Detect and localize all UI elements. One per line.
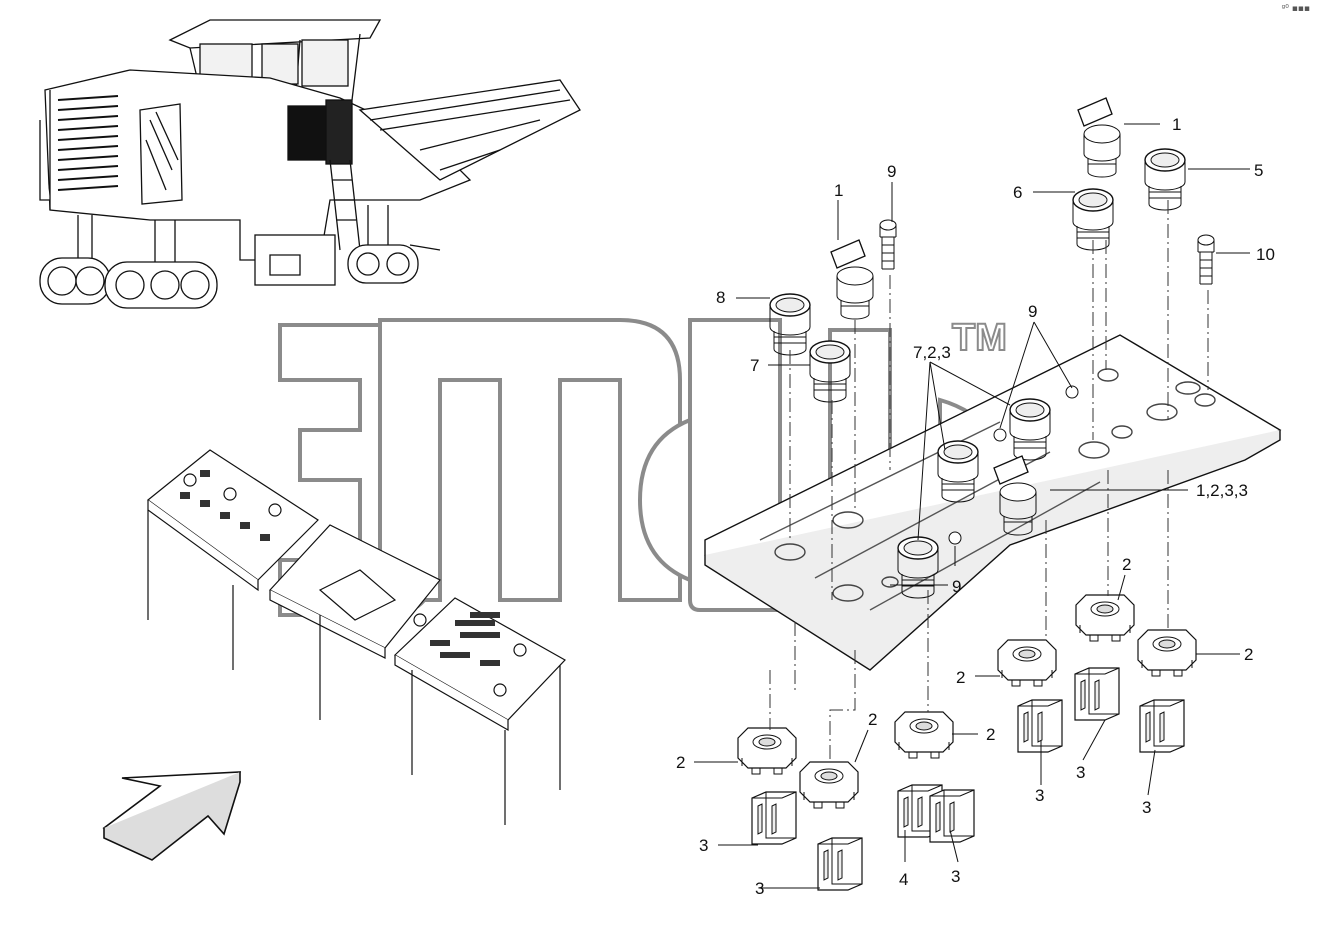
callout-1-2-3-3: 1,2,3,3 <box>1196 481 1248 500</box>
callout-labels: 1 1 5 6 9 9 9 10 8 7 7,2,3 1,2,3,3 2 2 2… <box>676 115 1275 898</box>
callout-9-bottom: 9 <box>952 577 961 596</box>
callout-9-plate: 9 <box>1028 302 1037 321</box>
mounting-plate <box>704 334 1282 671</box>
callout-7: 7 <box>750 356 759 375</box>
leader-lines <box>694 123 1250 889</box>
callout-6: 6 <box>1013 183 1022 202</box>
callout-7-2-3: 7,2,3 <box>913 343 951 362</box>
callout-10: 10 <box>1256 245 1275 264</box>
direction-arrow <box>102 771 242 861</box>
callout-2-top: 2 <box>1122 555 1131 574</box>
callout-3-e: 3 <box>755 879 764 898</box>
corner-mark: ᵍ⁰ ▪▪▪ <box>1281 4 1310 14</box>
callout-2-left: 2 <box>676 753 685 772</box>
callout-3-d: 3 <box>699 836 708 855</box>
callout-2-right: 2 <box>1244 645 1253 664</box>
callout-3-a: 3 <box>1035 786 1044 805</box>
callout-2-lower-center: 2 <box>868 710 877 729</box>
callout-3-f: 3 <box>951 867 960 886</box>
control-console-illustration <box>147 449 566 825</box>
track-unit-rear <box>347 205 441 284</box>
track-unit-left <box>39 215 111 305</box>
callout-4: 4 <box>899 870 908 889</box>
callout-8: 8 <box>716 288 725 307</box>
callout-3-c: 3 <box>1142 798 1151 817</box>
callout-3-b: 3 <box>1076 763 1085 782</box>
callout-9-lamp: 9 <box>887 162 896 181</box>
callout-1-top-right: 1 <box>1172 115 1181 134</box>
callout-2-mid: 2 <box>956 668 965 687</box>
milling-machine-illustration <box>39 19 581 309</box>
track-unit-center <box>104 220 218 309</box>
mounted-components <box>897 385 1079 599</box>
watermark-tm: TM <box>952 317 1007 359</box>
assembly-lines <box>769 200 1209 762</box>
callout-5: 5 <box>1254 161 1263 180</box>
callout-2-lower-right: 2 <box>986 725 995 744</box>
callout-1-center: 1 <box>834 181 843 200</box>
